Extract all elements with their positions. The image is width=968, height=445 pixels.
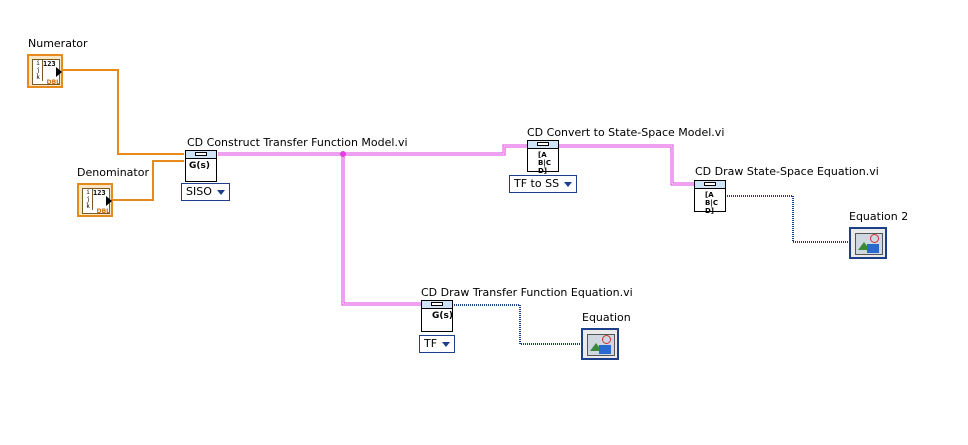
vi-header-icon bbox=[422, 301, 452, 309]
numeric-type-label: 123 bbox=[43, 60, 56, 68]
vi-header-icon bbox=[528, 141, 558, 149]
dropdown-arrow-icon bbox=[442, 341, 451, 347]
construct-transfer-function-vi[interactable]: G(s) bbox=[185, 150, 217, 182]
tf-to-ss-ring[interactable]: TF to SS bbox=[509, 175, 578, 193]
denominator-label: Denominator bbox=[77, 166, 149, 179]
model-wire-to-convert-inner bbox=[218, 145, 527, 155]
tf-ring[interactable]: TF bbox=[419, 335, 456, 353]
equation-label: Equation bbox=[582, 311, 631, 324]
draw-state-space-equation-vi[interactable]: [A B|C D] bbox=[694, 180, 726, 215]
ss-model-wire[interactable] bbox=[559, 144, 694, 186]
draw-ss-vi-label: CD Draw State-Space Equation.vi bbox=[695, 165, 879, 178]
siso-ring-value: SISO bbox=[186, 185, 212, 198]
model-wire-to-draw-tf[interactable] bbox=[341, 154, 421, 306]
model-wire-to-draw-tf-inner bbox=[342, 154, 421, 305]
transfer-function-icon: G(s) bbox=[432, 311, 453, 321]
dropdown-arrow-icon bbox=[564, 181, 573, 187]
denominator-wire[interactable] bbox=[112, 160, 184, 201]
convert-to-state-space-vi[interactable]: [A B|C D] bbox=[527, 140, 559, 175]
blue-square-icon bbox=[867, 244, 879, 253]
index-glyph: i j k bbox=[84, 189, 93, 210]
numerator-array-frame: i j k 123 bbox=[32, 59, 60, 85]
numerator-label: Numerator bbox=[28, 37, 88, 50]
ss-model-wire-inner bbox=[559, 145, 694, 185]
transfer-function-icon: G(s) bbox=[189, 161, 210, 171]
draw-tf-vi-label: CD Draw Transfer Function Equation.vi bbox=[421, 286, 633, 299]
equation2-picture-indicator[interactable] bbox=[849, 227, 887, 259]
wire-junction bbox=[340, 151, 346, 157]
circle-icon bbox=[870, 234, 879, 243]
dbl-label: DBL bbox=[96, 208, 110, 215]
blue-square-icon bbox=[599, 345, 611, 354]
vi-header-icon bbox=[695, 181, 725, 189]
construct-vi-label: CD Construct Transfer Function Model.vi bbox=[187, 136, 408, 149]
dropdown-arrow-icon bbox=[216, 189, 225, 195]
state-space-matrix-icon: [A B|C D] bbox=[538, 151, 552, 175]
equation2-label: Equation 2 bbox=[849, 210, 909, 223]
tf-ring-value: TF bbox=[424, 337, 438, 350]
numerator-control[interactable]: i j k 123 DBL bbox=[27, 54, 63, 88]
draw-transfer-function-equation-vi[interactable]: G(s) bbox=[421, 300, 453, 332]
mountain-icon bbox=[590, 343, 602, 351]
denominator-control[interactable]: i j k 123 DBL bbox=[77, 183, 113, 217]
output-terminal-icon bbox=[56, 67, 62, 77]
dbl-label: DBL bbox=[46, 79, 60, 86]
tf-to-ss-ring-value: TF to SS bbox=[514, 177, 560, 190]
numerator-wire[interactable] bbox=[62, 69, 184, 155]
siso-ring[interactable]: SISO bbox=[181, 183, 230, 201]
index-glyph: i j k bbox=[34, 60, 43, 81]
vi-header-icon bbox=[186, 151, 216, 159]
convert-vi-label: CD Convert to State-Space Model.vi bbox=[527, 126, 725, 139]
numeric-type-label: 123 bbox=[93, 189, 106, 197]
mountain-icon bbox=[858, 242, 870, 250]
equation-picture-indicator[interactable] bbox=[581, 328, 619, 360]
output-terminal-icon bbox=[106, 196, 112, 206]
equation-wire[interactable] bbox=[454, 304, 582, 345]
state-space-matrix-icon: [A B|C D] bbox=[705, 191, 719, 215]
circle-icon bbox=[602, 335, 611, 344]
equation2-wire[interactable] bbox=[727, 195, 850, 243]
